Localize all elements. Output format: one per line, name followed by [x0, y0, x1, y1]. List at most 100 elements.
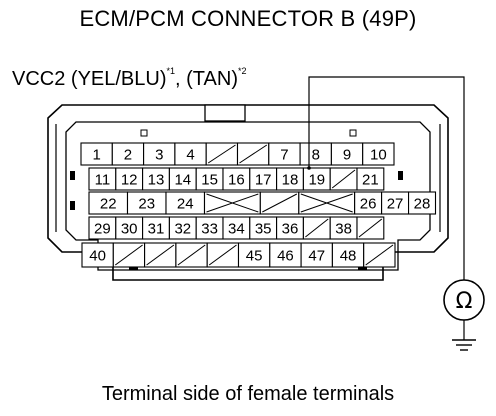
terminal-13: 13 [142, 167, 170, 191]
side-notch-right-upper [398, 171, 403, 180]
empty-cavity [236, 142, 270, 166]
empty-cavity [329, 167, 358, 191]
terminal-number: 22 [100, 196, 117, 213]
terminal-33: 33 [195, 216, 224, 240]
footnote-marker-1: *1 [166, 66, 176, 76]
terminal-number: 4 [186, 147, 194, 164]
terminal-number: 26 [360, 196, 377, 213]
terminal-number: 33 [201, 221, 218, 238]
terminal-number: 17 [255, 172, 272, 189]
terminal-15: 15 [195, 167, 224, 191]
terminal-19: 19 [302, 167, 331, 191]
terminal-36: 36 [276, 216, 304, 240]
terminal-number: 29 [94, 221, 111, 238]
terminal-4: 4 [174, 142, 207, 166]
terminal-number: 34 [228, 221, 245, 238]
probe-wire [308, 76, 465, 280]
connector-inner-shell [65, 121, 431, 271]
diagram-title: ECM/PCM CONNECTOR B (49P) [79, 6, 417, 31]
terminal-46: 46 [269, 242, 302, 268]
terminal-34: 34 [222, 216, 251, 240]
terminal-40: 40 [81, 242, 114, 268]
terminal-number: 30 [121, 221, 138, 238]
terminal-16: 16 [222, 167, 251, 191]
terminal-number: 45 [246, 248, 263, 265]
terminal-3: 3 [143, 142, 176, 166]
terminal-number: 35 [255, 221, 272, 238]
terminal-number: 40 [89, 248, 106, 265]
terminal-number: 12 [121, 172, 138, 189]
terminal-number: 18 [282, 172, 299, 189]
side-notch-left-lower [70, 201, 75, 210]
empty-cavity [205, 142, 239, 166]
terminal-number: 21 [362, 172, 379, 189]
terminal-23: 23 [126, 191, 167, 215]
terminal-number: 11 [95, 172, 111, 189]
key-mark-left [140, 129, 148, 137]
terminal-30: 30 [115, 216, 144, 240]
terminal-29: 29 [88, 216, 117, 240]
terminal-47: 47 [300, 242, 333, 268]
terminal-number: 10 [370, 147, 387, 164]
terminal-number: 27 [387, 196, 404, 213]
terminal-number: 47 [308, 248, 325, 265]
terminal-number: 15 [201, 172, 218, 189]
terminal-number: 24 [177, 196, 194, 213]
terminal-8: 8 [299, 142, 332, 166]
empty-cavity [206, 242, 240, 268]
terminal-24: 24 [165, 191, 206, 215]
terminal-number: 9 [343, 147, 351, 164]
terminal-number: 38 [335, 221, 352, 238]
terminal-22: 22 [88, 191, 129, 215]
terminal-11: 11 [88, 167, 117, 191]
terminal-10: 10 [362, 142, 395, 166]
terminal-14: 14 [168, 167, 197, 191]
wire-label-vcc2: VCC2 (YEL/BLU) [12, 68, 167, 90]
terminal-number: 3 [155, 147, 163, 164]
terminal-number: 36 [282, 221, 299, 238]
terminal-number: 46 [277, 248, 294, 265]
terminal-48: 48 [331, 242, 365, 268]
terminal-number: 13 [148, 172, 165, 189]
empty-cavity [259, 191, 300, 215]
terminal-32: 32 [168, 216, 197, 240]
terminal-number: 14 [174, 172, 191, 189]
terminal-2: 2 [111, 142, 145, 166]
empty-cavity [363, 242, 396, 268]
terminal-number: 31 [148, 221, 165, 238]
terminal-number: 28 [414, 196, 431, 213]
terminal-9: 9 [330, 142, 364, 166]
terminal-31: 31 [142, 216, 170, 240]
terminal-number: 16 [228, 172, 245, 189]
ground-icon [452, 339, 476, 351]
terminal-number: 8 [312, 147, 320, 164]
side-notch-left-upper [70, 171, 75, 180]
blocked-cavity [203, 191, 261, 215]
key-mark-right [349, 129, 357, 137]
terminal-12: 12 [115, 167, 144, 191]
empty-cavity [302, 216, 331, 240]
diagram-caption: Terminal side of female terminals [101, 383, 395, 405]
footnote-marker-2: *2 [237, 66, 247, 76]
terminal-45: 45 [237, 242, 271, 268]
empty-cavity [356, 216, 385, 240]
terminal-27: 27 [381, 191, 410, 215]
empty-cavity [175, 242, 208, 268]
terminal-21: 21 [356, 167, 385, 191]
wire-label-tan: (TAN) [186, 68, 238, 90]
terminal-number: 19 [308, 172, 325, 189]
terminal-number: 7 [280, 147, 288, 164]
terminal-28: 28 [407, 191, 437, 215]
terminal-number: 48 [340, 248, 357, 265]
terminal-1: 1 [80, 142, 113, 166]
terminal-number: 2 [124, 147, 132, 164]
terminal-18: 18 [276, 167, 304, 191]
ohm-symbol: Ω [456, 289, 473, 314]
empty-cavity [144, 242, 177, 268]
terminal-number: 32 [174, 221, 191, 238]
terminal-35: 35 [249, 216, 278, 240]
connector-housing [47, 104, 449, 281]
terminal-number: 1 [92, 147, 100, 164]
terminal-number: 23 [138, 196, 155, 213]
